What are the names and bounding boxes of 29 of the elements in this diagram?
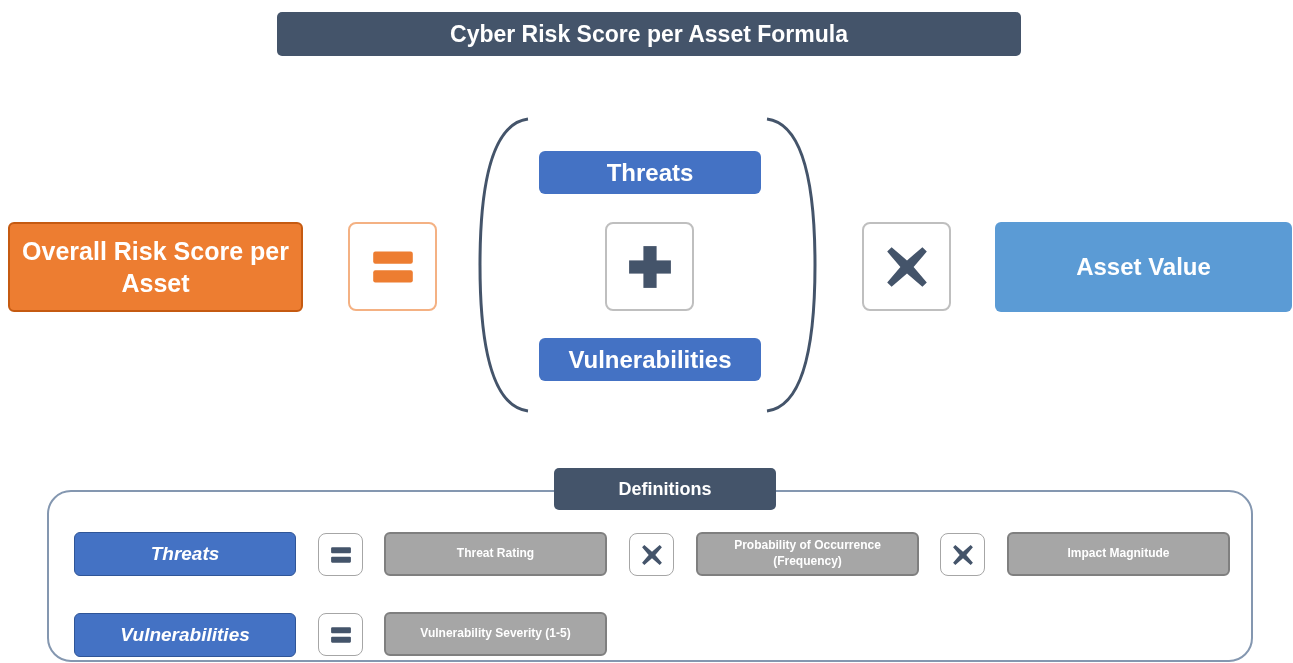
term-box (539, 151, 761, 194)
result-box (8, 222, 303, 312)
box-label: Threats (149, 541, 221, 566)
operator-box (629, 533, 674, 576)
title-banner: Cyber Risk Score per Asset Formula (277, 12, 1021, 56)
term-box (995, 222, 1292, 312)
operator-box (348, 222, 437, 311)
term-box (74, 532, 296, 576)
definition-box (1007, 532, 1230, 576)
definition-box (696, 532, 919, 576)
box-label: Vulnerabilities (119, 622, 251, 647)
box-label: Threats (605, 157, 695, 188)
operator-box (318, 533, 363, 576)
box-label: Overall Risk Score per Asset (21, 235, 290, 299)
operator-box (318, 613, 363, 656)
operator-box (940, 533, 985, 576)
box-label: Threat Rating (455, 546, 536, 562)
box-label: Asset Value (1075, 252, 1212, 283)
section-heading: Definitions (554, 468, 776, 510)
box-label: Vulnerability Severity (1-5) (419, 626, 572, 642)
term-box (539, 338, 761, 381)
operator-box (605, 222, 694, 311)
box-label: Vulnerabilities (567, 344, 733, 375)
box-label: Impact Magnitude (1066, 546, 1171, 562)
definition-box (384, 612, 607, 656)
definition-box (384, 532, 607, 576)
term-box (74, 613, 296, 657)
operator-box (862, 222, 951, 311)
box-label: Probability of Occurrence (Frequency) (733, 538, 882, 570)
